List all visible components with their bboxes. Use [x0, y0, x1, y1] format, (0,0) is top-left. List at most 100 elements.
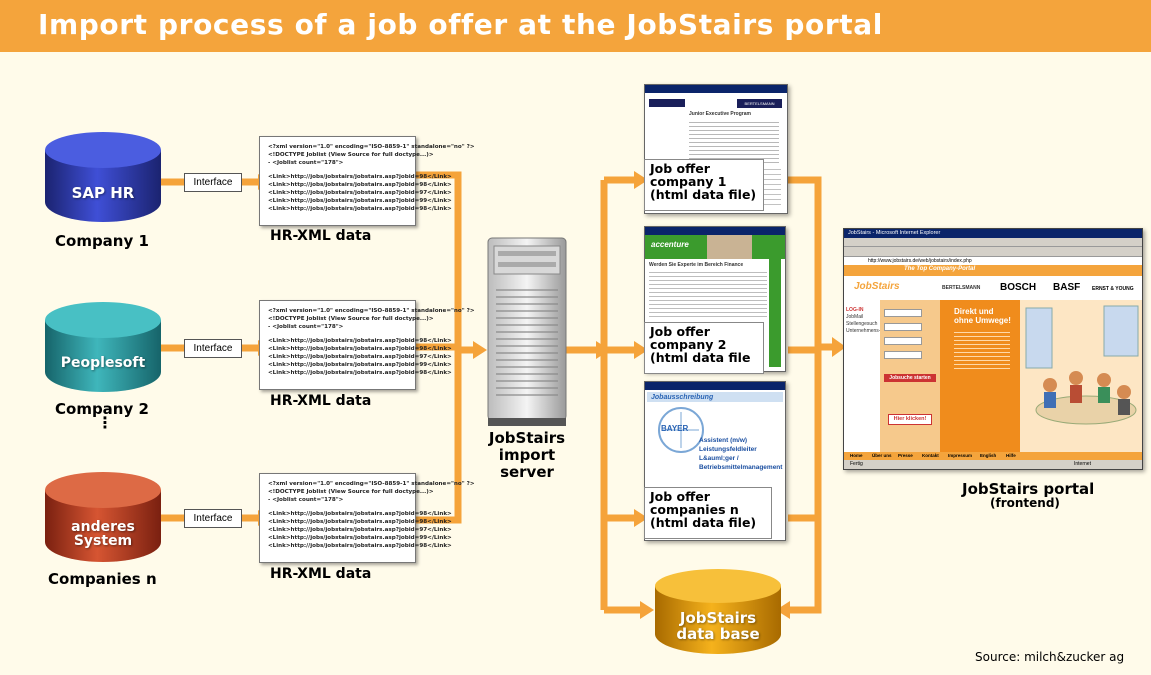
xml-line: <Link>http://jobs/jobstairs/jobstairs.as… — [268, 535, 452, 542]
xml-line: <Link>http://jobs/jobstairs/jobstairs.as… — [268, 190, 452, 197]
source-credit: Source: milch&zucker ag — [975, 650, 1125, 664]
portal-label: JobStairs portal — [962, 480, 1095, 498]
hr-xml-label-n: HR-XML data — [270, 566, 372, 582]
xml-line: <Link>http://jobs/jobstairs/jobstairs.as… — [268, 370, 452, 377]
page-title: Import process of a job offer at the Job… — [38, 8, 883, 41]
xml-line: <!DOCTYPE Joblist (View Source for full … — [268, 489, 434, 496]
portal-zone-text: Internet — [1074, 461, 1091, 467]
xml-line: <Link>http://jobs/jobstairs/jobstairs.as… — [268, 354, 452, 361]
portal-brand-2: BOSCH — [1000, 282, 1037, 293]
offer-n-position: Leistungsfeldleiter — [699, 446, 757, 453]
offer-2-line2: company 2 — [650, 337, 727, 352]
sap-hr-cylinder — [45, 132, 161, 222]
interface-box-n: Interface — [184, 509, 242, 528]
sap-hr-label: SAP HR — [71, 184, 135, 202]
portal-status-text: Fertig — [850, 461, 863, 467]
xml-line: <Link>http://jobs/jobstairs/jobstairs.as… — [268, 345, 452, 352]
xml-line: <!DOCTYPE Joblist (View Source for full … — [268, 316, 434, 323]
brand-bertelsmann: BERTELSMANN — [737, 99, 782, 108]
anderes-line1: anderes — [71, 519, 135, 535]
database-cylinder — [655, 569, 781, 654]
portal-tagline: Direkt und ohne Umwege! — [954, 307, 1011, 325]
bayer-cross-logo — [658, 407, 704, 453]
xml-line: <Link>http://jobs/jobstairs/jobstairs.as… — [268, 543, 452, 550]
database-label-line2: data base — [676, 625, 760, 643]
xml-line: <Link>http://jobs/jobstairs/jobstairs.as… — [268, 181, 452, 188]
portal-footer-home[interactable]: Home — [850, 453, 863, 458]
anderes-system-cylinder — [45, 472, 161, 562]
brand-accenture: accenture — [651, 240, 689, 249]
portal-banner: The Top Company-Portal — [904, 266, 976, 272]
xml-line: <Link>http://jobs/jobstairs/jobstairs.as… — [268, 518, 452, 525]
hr-xml-document-1: <?xml version="1.0" encoding="ISO-8859-1… — [259, 136, 475, 226]
anderes-line2: System — [73, 533, 133, 549]
xml-line: - <Joblist count="178"> — [268, 324, 344, 331]
xml-line: - <Joblist count="178"> — [268, 160, 344, 167]
portal-tagline-line2: ohne Umwege! — [954, 316, 1011, 325]
hr-xml-document-2: <?xml version="1.0" encoding="ISO-8859-1… — [259, 300, 475, 390]
job-offer-card-2: Job offer company 2 (html data file — [644, 322, 764, 374]
portal-tagline-line1: Direkt und — [954, 307, 994, 316]
portal-nav-stellengesuch[interactable]: Stellengesuch — [846, 321, 878, 327]
offer-2-heading: Werden Sie Experte im Bereich Finance — [649, 262, 744, 268]
portal-footer-impressum[interactable]: Impressum — [948, 453, 973, 458]
server-label-line1: JobStairs — [488, 429, 566, 447]
xml-line: <?xml version="1.0" encoding="ISO-8859-1… — [268, 308, 475, 314]
portal-footer-hilfe[interactable]: Hilfe — [1006, 453, 1016, 458]
title-bar: Import process of a job offer at the Job… — [0, 0, 1151, 52]
company-1-label: Company 1 — [55, 232, 149, 250]
job-offer-card-1: Job offer company 1 (html data file) — [644, 159, 764, 211]
xml-line: <?xml version="1.0" encoding="ISO-8859-1… — [268, 144, 475, 150]
offer-1-heading: Junior Executive Program — [689, 111, 751, 117]
portal-hire-button[interactable]: Hier klicken! — [888, 414, 932, 425]
peoplesoft-label: Peoplesoft — [60, 355, 146, 371]
interface-box-1: Interface — [184, 173, 242, 192]
xml-line: <Link>http://jobs/jobstairs/jobstairs.as… — [268, 337, 452, 344]
jobstairs-portal-screenshot: JobStairs - Microsoft Internet Explorer … — [843, 228, 1143, 470]
portal-status-bar: Fertig Internet — [844, 460, 1142, 469]
offer-n-position: Betriebsmittelmanagement — [699, 464, 783, 471]
database-label-line1: JobStairs — [679, 609, 757, 627]
offer-n-position: Assistent (m/w) — [699, 437, 748, 444]
anderes-system-label: anderes System — [45, 520, 161, 548]
portal-footer-kontakt[interactable]: Kontakt — [922, 453, 939, 458]
xml-line: <?xml version="1.0" encoding="ISO-8859-1… — [268, 481, 475, 487]
ellipsis-more: ⋮ — [97, 413, 113, 432]
xml-line: <Link>http://jobs/jobstairs/jobstairs.as… — [268, 198, 452, 205]
portal-office-illustration — [1020, 300, 1142, 452]
offer-1-line2: company 1 — [650, 174, 727, 189]
portal-brand-3: BASF — [1053, 282, 1081, 293]
server-label-line3: server — [500, 463, 554, 481]
company-2-label: Company 2 — [55, 400, 149, 418]
xml-line: <Link>http://jobs/jobstairs/jobstairs.as… — [268, 510, 452, 517]
import-server-tower — [487, 237, 567, 426]
hr-xml-label-1: HR-XML data — [270, 228, 372, 244]
xml-line: <!DOCTYPE Joblist (View Source for full … — [268, 152, 434, 159]
xml-line: <Link>http://jobs/jobstairs/jobstairs.as… — [268, 527, 452, 534]
portal-nav-jobmail[interactable]: JobMail — [846, 314, 864, 320]
xml-line: <Link>http://jobs/jobstairs/jobstairs.as… — [268, 362, 452, 369]
portal-footer-english[interactable]: English — [980, 453, 997, 458]
portal-brand-1: BERTELSMANN — [942, 285, 981, 291]
import-server-label: JobStairs import server — [475, 430, 579, 481]
offer-2-line3: (html data file — [650, 350, 751, 365]
portal-footer-nav: Home Über uns Presse Kontakt Impressum E… — [844, 452, 1142, 460]
hr-xml-document-n: <?xml version="1.0" encoding="ISO-8859-1… — [259, 473, 475, 563]
portal-footer-presse[interactable]: Presse — [898, 453, 913, 458]
portal-brand-4: ERNST & YOUNG — [1092, 286, 1134, 292]
database-label: JobStairs data base — [655, 610, 781, 642]
xml-line: <Link>http://jobs/jobstairs/jobstairs.as… — [268, 206, 452, 213]
offer-n-heading: Jobausschreibung — [651, 394, 714, 401]
portal-logo: JobStairs — [854, 281, 900, 292]
peoplesoft-cylinder — [45, 302, 161, 392]
portal-nav-login[interactable]: LOG-IN — [846, 307, 864, 313]
offer-n-line1: Job offer — [650, 489, 710, 504]
portal-window-title: JobStairs - Microsoft Internet Explorer — [844, 229, 1142, 238]
xml-line: <Link>http://jobs/jobstairs/jobstairs.as… — [268, 173, 452, 180]
portal-nav-unternehmensprofile[interactable]: Unternehmens-profile — [846, 328, 895, 334]
portal-search-button[interactable]: Jobsuche starten — [884, 374, 936, 382]
offer-1-line3: (html data file) — [650, 187, 757, 202]
offer-n-line2: companies n — [650, 502, 739, 517]
portal-footer-ueber-uns[interactable]: Über uns — [872, 453, 892, 458]
